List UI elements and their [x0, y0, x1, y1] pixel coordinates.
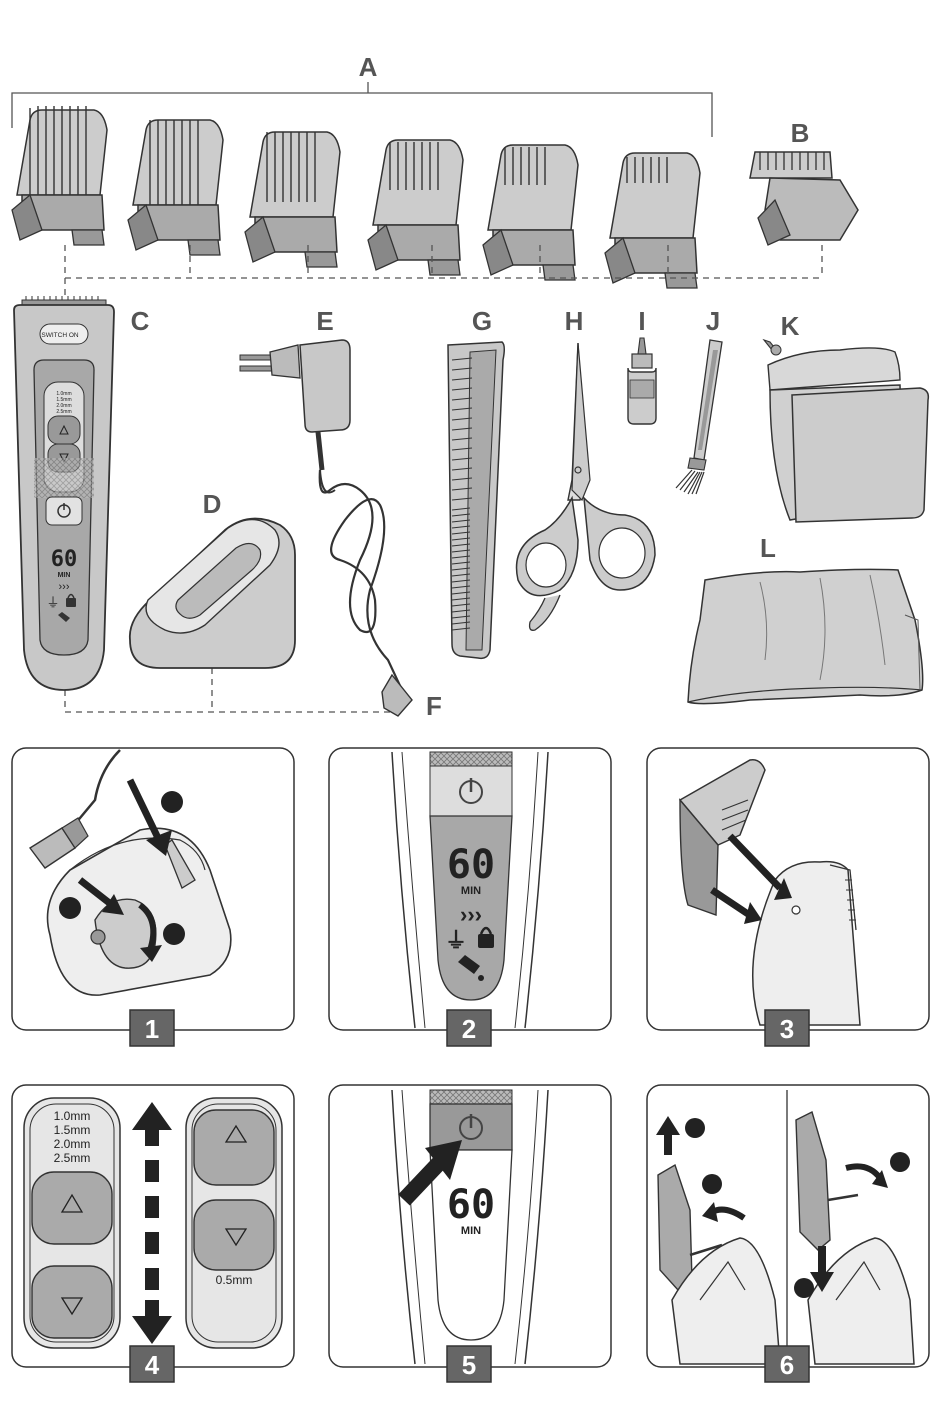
comb-attachment-5 [483, 145, 578, 280]
step-marker-c [163, 923, 185, 945]
length-4: 2.5mm [56, 409, 71, 415]
step-number-3: 3 [780, 1014, 794, 1044]
step2-display-unit: MIN [461, 885, 481, 897]
step5-display: 60 [447, 1182, 495, 1228]
step4-length-3: 2.0mm [54, 1137, 91, 1151]
label-d: D [203, 489, 222, 519]
step2-display: 60 [447, 842, 495, 888]
comb-attachment-3 [245, 132, 340, 267]
step5-display-unit: MIN [461, 1225, 481, 1237]
comb-attachment-2 [128, 120, 223, 255]
step-number-1: 1 [145, 1014, 159, 1044]
label-h: H [565, 306, 584, 336]
step-panel-1: 1 [12, 748, 294, 1046]
label-i: I [638, 306, 645, 336]
step-marker-a [161, 791, 183, 813]
comb-g: G [448, 306, 504, 658]
comb-attachment-1 [12, 106, 107, 245]
comb-attachment-4 [368, 140, 463, 275]
comb-attachment-6 [605, 153, 700, 288]
cape-l: L [688, 533, 923, 704]
step-panel-4: 1.0mm 1.5mm 2.0mm 2.5mm 0.5mm 4 [12, 1085, 294, 1382]
label-b: B [791, 118, 810, 148]
label-j: J [706, 306, 720, 336]
storage-bag-k: K [764, 311, 928, 522]
step-marker-b [59, 897, 81, 919]
step4-length-2: 1.5mm [54, 1123, 91, 1137]
step4-up-button [32, 1172, 112, 1244]
label-f: F [426, 691, 442, 721]
lock-icon [478, 934, 494, 948]
label-g: G [472, 306, 492, 336]
step-number-5: 5 [462, 1350, 476, 1380]
plug-icon: ⏚ [445, 928, 467, 953]
attachment-group-a: A [12, 52, 712, 288]
label-c: C [131, 306, 150, 336]
clipper-arrows: ››› [59, 581, 70, 593]
step-number-4: 4 [145, 1350, 160, 1380]
cleaning-brush-j: J [676, 306, 722, 494]
label-a: A [359, 52, 378, 82]
step-number-2: 2 [462, 1014, 476, 1044]
step-panel-6: 6 [647, 1085, 929, 1382]
clipper-display: 60 [51, 547, 78, 572]
step2-arrows: ››› [460, 902, 482, 927]
hair-clipper-c: C SWITCH ON 1.0mm 1.5mm 2.0mm 2.5mm 60 M… [14, 296, 150, 690]
step-panel-5: 60 MIN 5 [329, 1085, 611, 1382]
clipper-display-unit: MIN [58, 572, 71, 579]
charging-stand-d: D [130, 489, 295, 668]
label-k: K [781, 311, 800, 341]
label-e: E [316, 306, 333, 336]
step-number-6: 6 [780, 1350, 794, 1380]
brand-text: SWITCH ON [41, 332, 78, 339]
lock-icon [66, 598, 76, 607]
step4-length-1: 1.0mm [54, 1109, 91, 1123]
plug-icon: ⏚ [46, 595, 59, 610]
step4-down-button-2 [194, 1200, 274, 1270]
step4-up-button-2 [194, 1110, 274, 1185]
step-panel-3: 3 [647, 748, 929, 1046]
step-panel-2: 60 MIN ››› ⏚ 2 [329, 748, 611, 1046]
label-l: L [760, 533, 776, 563]
step4-down-button [32, 1266, 112, 1338]
oil-bottle-i: I [628, 306, 656, 424]
step4-min-length: 0.5mm [216, 1273, 253, 1287]
trimmer-attachment-b: B [750, 118, 858, 245]
step4-length-4: 2.5mm [54, 1151, 91, 1165]
